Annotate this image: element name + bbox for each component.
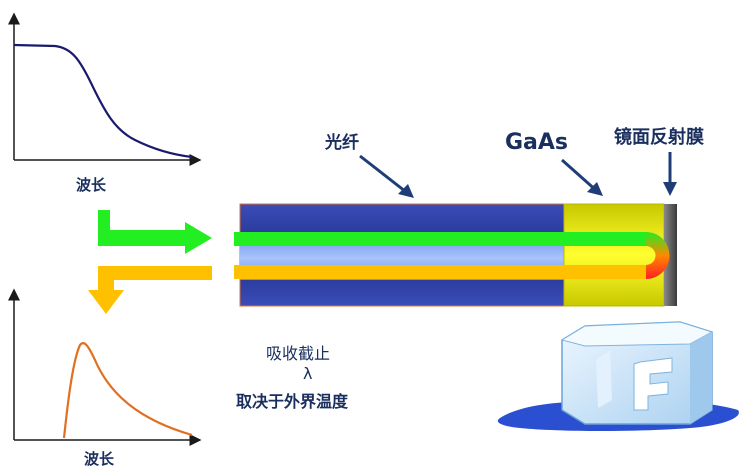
ice-shine: [596, 350, 612, 408]
arrow-icon: [587, 182, 603, 196]
beam-reflection-bend: [646, 232, 670, 279]
arrow-icon: [398, 184, 414, 198]
top-graph-xlabel: 波长: [76, 176, 107, 194]
ice-side: [690, 332, 712, 424]
bottom-graph-xlabel: 波长: [84, 450, 115, 468]
ice-cube-icon: [497, 321, 739, 431]
gaas-pointer-line: [561, 158, 599, 194]
bottom-graph-curve: [62, 342, 193, 439]
temperature-dependence-label: 取决于外界温度: [236, 392, 349, 411]
gaas-label: GaAs: [505, 130, 569, 155]
green-input-arrow: [98, 210, 212, 254]
bottom-graph: [7, 288, 202, 446]
top-graph: [7, 12, 202, 166]
orange-output-arrow: [88, 266, 212, 314]
top-graph-curve: [13, 43, 193, 159]
arrow-icon: [88, 266, 212, 314]
gaas-segment: [563, 203, 665, 307]
fiber-pointer-line: [359, 154, 411, 197]
green-beam-in-fiber: [234, 232, 646, 246]
mirror-label: 镜面反射膜: [614, 127, 704, 148]
orange-beam-in-fiber: [234, 265, 646, 279]
absorption-cutoff-label: 吸收截止: [266, 344, 331, 363]
fiber: [239, 203, 565, 307]
arrow-icon: [663, 182, 677, 196]
ice-highlight: [633, 357, 673, 411]
arrow-icon: [98, 210, 212, 254]
fiber-label: 光纤: [325, 133, 359, 153]
lambda-symbol: λ: [303, 364, 313, 383]
mirror-coating: [664, 204, 677, 306]
